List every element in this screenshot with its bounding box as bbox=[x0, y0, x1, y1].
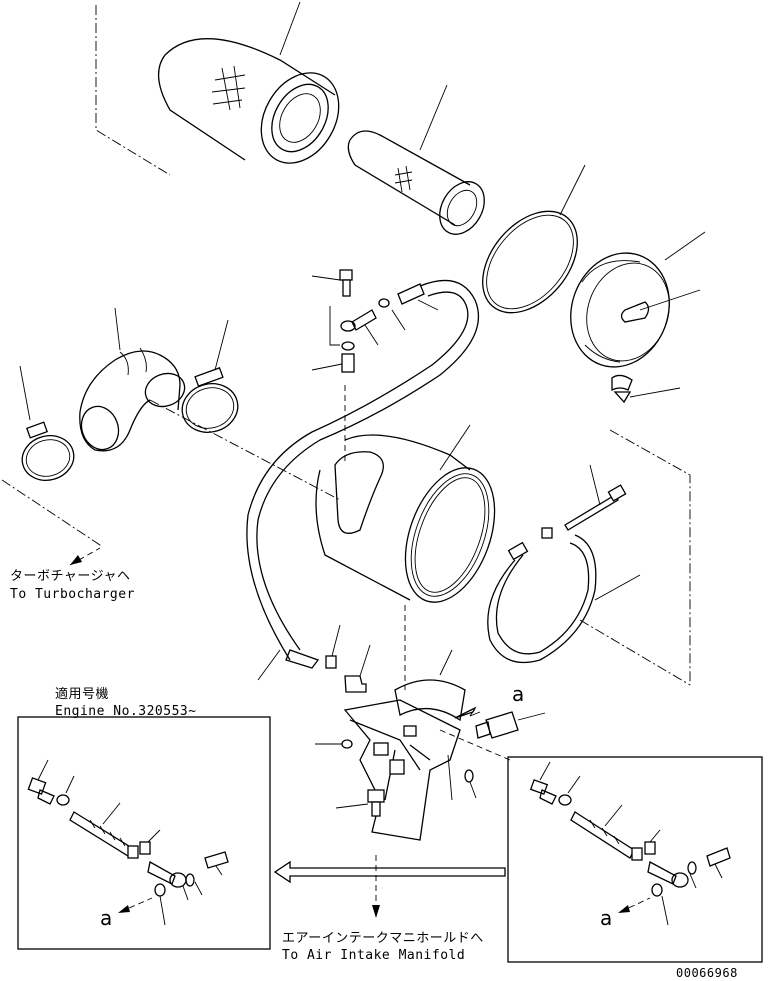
outer-filter-element bbox=[95, 1, 340, 176]
inset-left bbox=[17, 716, 271, 950]
arrows bbox=[69, 547, 511, 918]
cleaner-body bbox=[315, 385, 496, 690]
hose-clamp-left bbox=[19, 365, 75, 481]
o-ring bbox=[482, 164, 586, 314]
turbocharger-label-jp: ターボチャージャヘ bbox=[10, 569, 131, 584]
reference-a-left: a bbox=[100, 906, 113, 930]
mounting-bracket bbox=[315, 649, 477, 841]
restriction-switch bbox=[454, 706, 546, 739]
lower-fittings bbox=[325, 624, 371, 693]
cleaner-cover bbox=[570, 231, 706, 404]
inset-right bbox=[507, 756, 763, 963]
reference-a-right: a bbox=[600, 906, 613, 930]
vent-hose bbox=[246, 279, 480, 681]
intake-label-en: To Air Intake Manifold bbox=[282, 948, 466, 963]
hose-clamp-right bbox=[181, 319, 239, 433]
drawing-number: 00066968 bbox=[676, 966, 738, 980]
reference-a-main: a bbox=[512, 682, 525, 706]
inner-filter-element bbox=[347, 84, 485, 235]
elbow-hose bbox=[79, 307, 186, 452]
intake-label-jp: エアーインテークマニホールドへ bbox=[282, 931, 484, 946]
engine-number-label: Engine No.320553~ bbox=[55, 704, 197, 719]
top-fittings bbox=[311, 269, 439, 373]
applicable-label-jp: 適用号機 bbox=[55, 687, 110, 702]
band-clamp bbox=[487, 429, 691, 686]
turbocharger-label-en: To Turbocharger bbox=[10, 587, 135, 602]
